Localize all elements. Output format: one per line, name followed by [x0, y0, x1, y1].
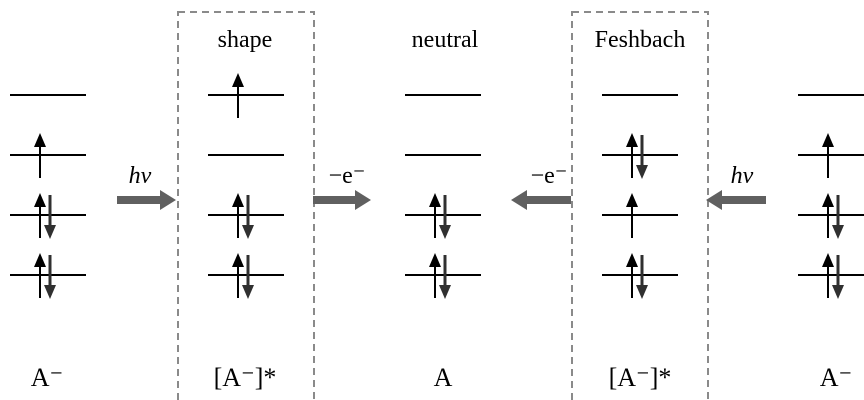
level-column-neutral: [405, 94, 481, 299]
spin-up-electron: [232, 193, 244, 238]
arrow-electron-loss-right: −e⁻: [511, 163, 571, 210]
spin-down-electron: [439, 255, 451, 299]
spin-down-electron: [832, 195, 844, 239]
header-feshbach: Feshbach: [595, 27, 686, 53]
header-neutral: neutral: [412, 27, 479, 53]
spin-up-electron: [626, 253, 638, 298]
arrow-label-electron-loss-right: −e⁻: [531, 163, 568, 189]
level-column-anion-left: [10, 94, 86, 299]
arrow-label-photon-left: hv: [129, 163, 152, 189]
header-shape: shape: [218, 27, 273, 53]
spin-up-electron: [822, 253, 834, 298]
level-column-anion-right: [798, 94, 864, 299]
spin-up-electron: [822, 133, 834, 178]
label-feshbach-state: [A⁻]*: [609, 363, 672, 392]
spin-up-electron: [429, 253, 441, 298]
spin-up-electron: [822, 193, 834, 238]
spin-down-electron: [242, 255, 254, 299]
spin-down-electron: [636, 255, 648, 299]
spin-down-electron: [44, 255, 56, 299]
arrow-label-electron-loss-left: −e⁻: [329, 163, 366, 189]
label-anion-left: A⁻: [31, 363, 64, 392]
spin-down-electron: [44, 195, 56, 239]
spin-up-electron: [232, 253, 244, 298]
spin-up-electron: [34, 253, 46, 298]
spin-up-electron: [626, 193, 638, 238]
spin-down-electron: [242, 195, 254, 239]
spin-up-electron: [34, 193, 46, 238]
arrow-label-photon-right: hv: [731, 163, 754, 189]
feshbach-resonance-box: [571, 11, 709, 400]
spin-up-electron: [626, 133, 638, 178]
label-shape-state: [A⁻]*: [214, 363, 277, 392]
label-neutral: A: [434, 363, 453, 392]
spin-down-electron: [439, 195, 451, 239]
spin-down-electron: [832, 255, 844, 299]
spin-down-electron: [636, 135, 648, 179]
level-column-feshbach: [602, 94, 678, 299]
arrow-electron-loss-left: −e⁻: [313, 163, 371, 210]
label-anion-right: A⁻: [820, 363, 853, 392]
energy-levels: [10, 73, 864, 299]
arrow-photon-left: hv: [117, 163, 176, 210]
spin-up-electron: [34, 133, 46, 178]
spin-up-electron: [429, 193, 441, 238]
shape-resonance-box: [177, 11, 315, 400]
spin-up-electron: [232, 73, 244, 118]
arrow-photon-right: hv: [706, 163, 766, 210]
level-column-shape: [208, 73, 284, 299]
